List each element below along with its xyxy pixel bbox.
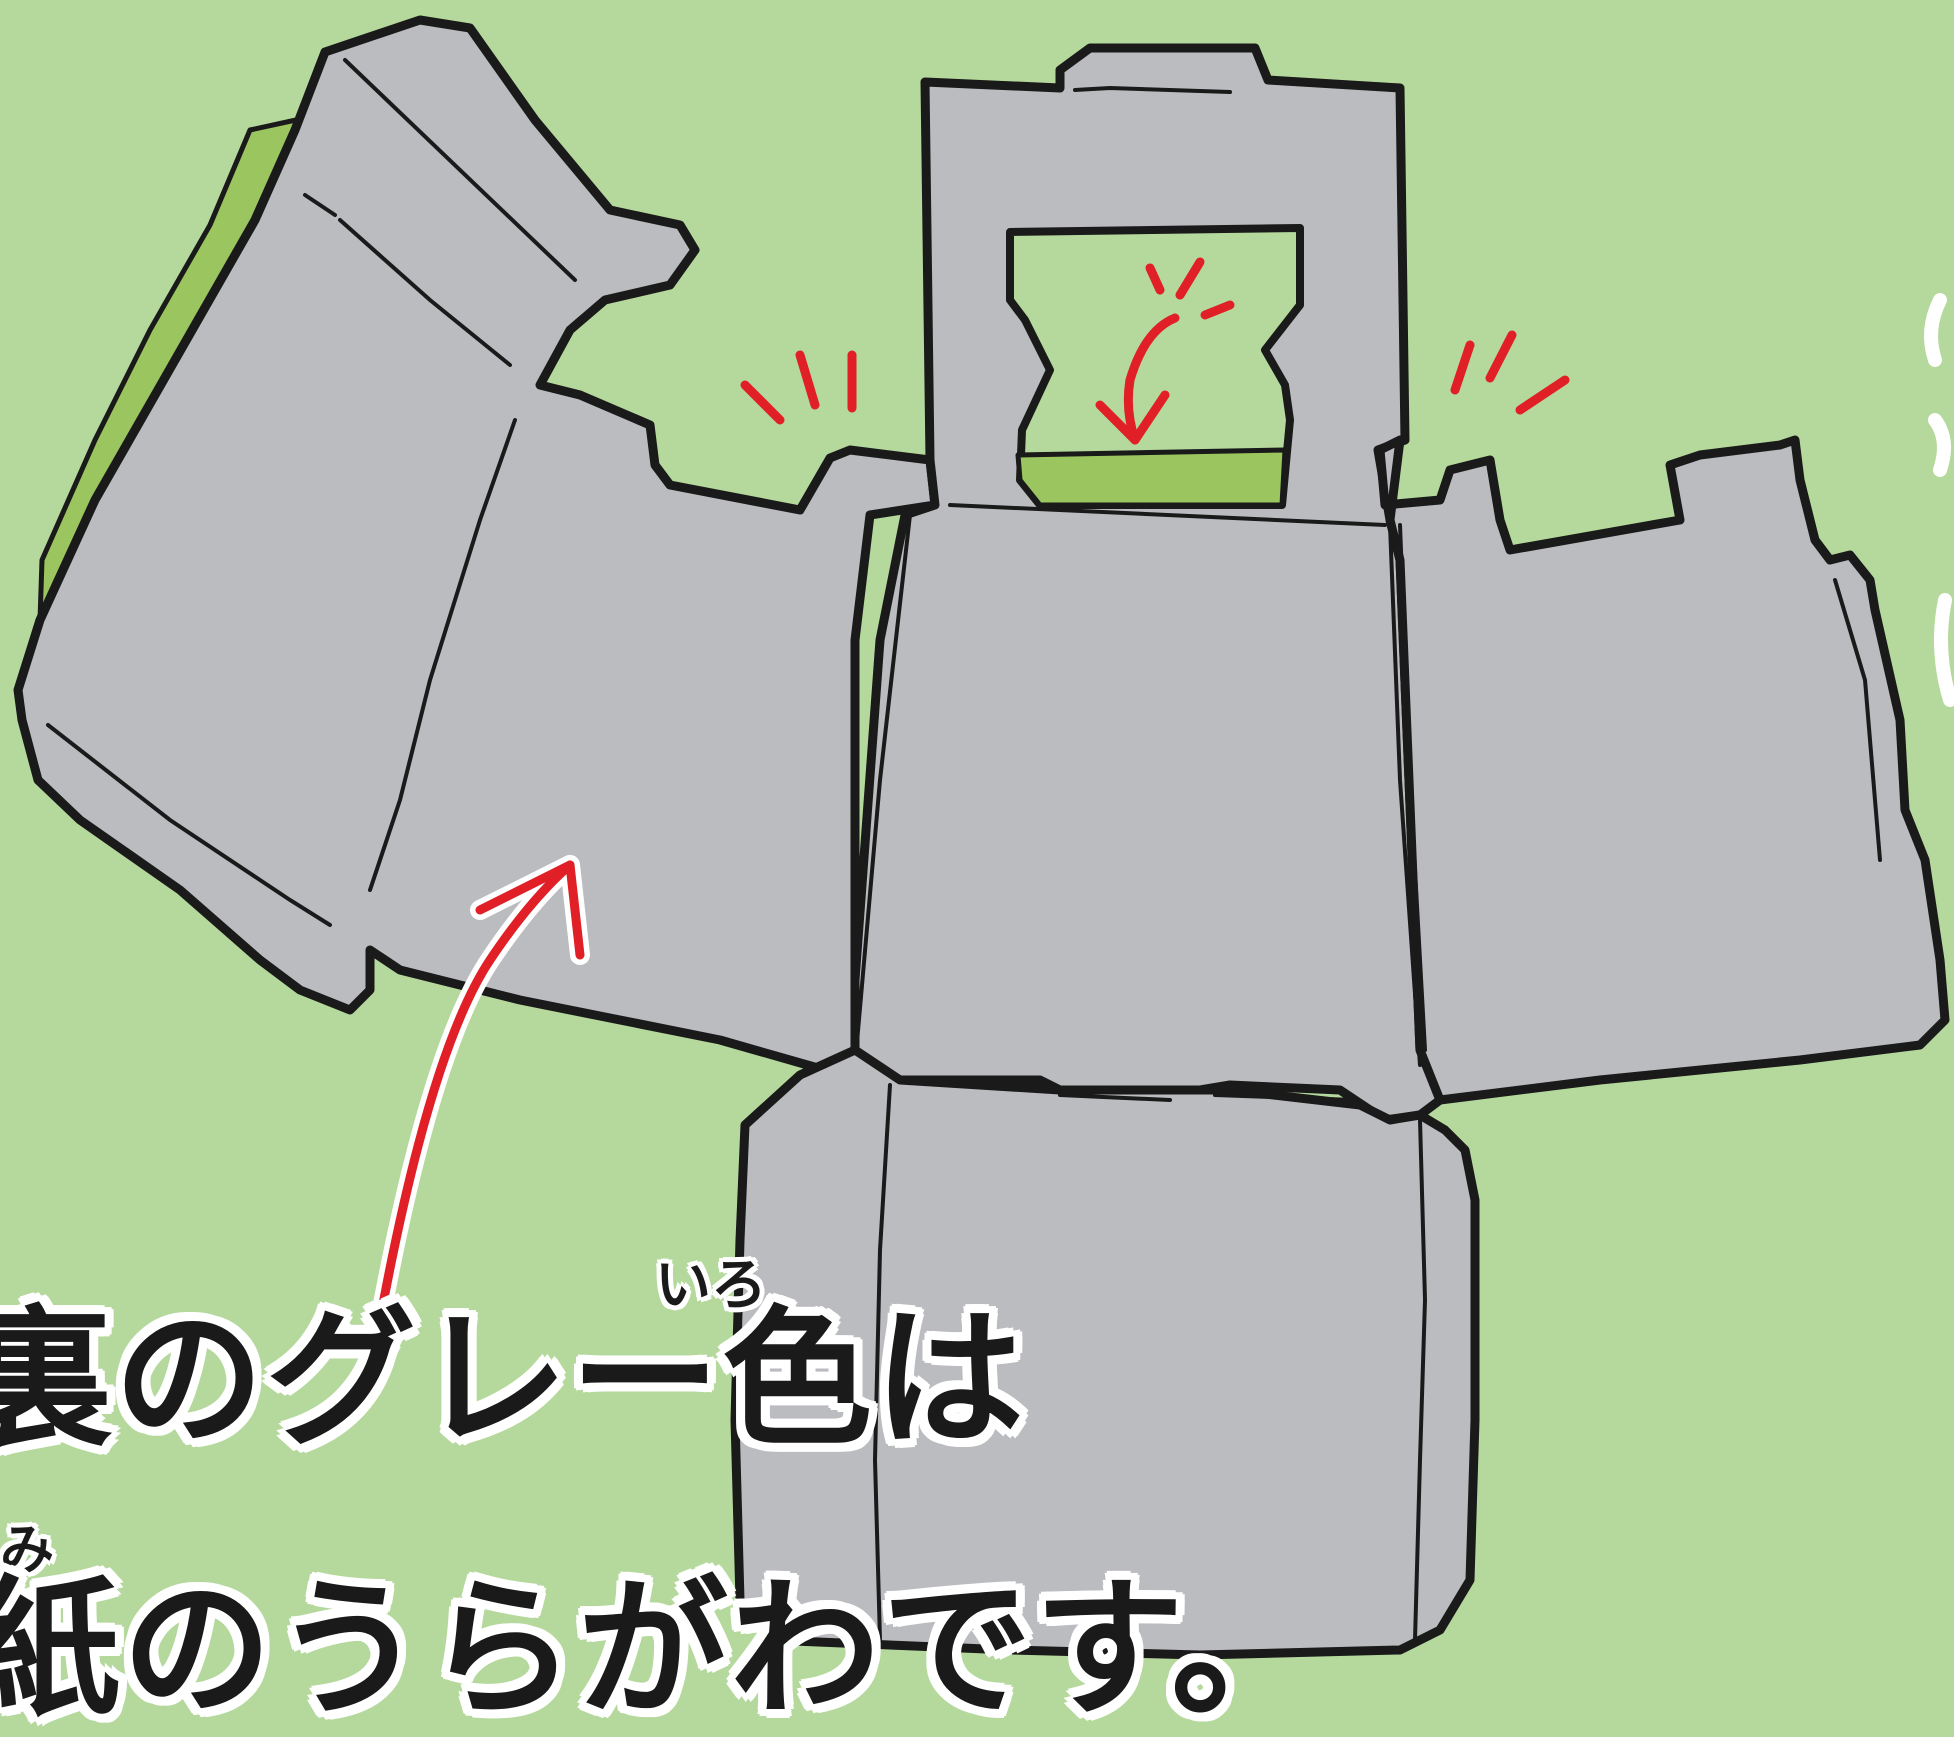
- center-panel: [850, 43, 1445, 1125]
- caption-line-2: 紙のうらがわです。: [0, 1563, 1324, 1737]
- caption-line-1: 裏のグレー色は: [0, 1293, 1027, 1467]
- right-flap: [1375, 435, 1950, 1105]
- window-green-band: [1015, 447, 1288, 508]
- bottom-panel: [730, 1045, 1480, 1660]
- emphasis-marks-icon: [740, 257, 1570, 425]
- edge-text-fragment: [1924, 293, 1954, 707]
- left-flap: [13, 15, 940, 1075]
- curved-arrow-icon: [370, 855, 590, 1330]
- caption-ruby-mi: み: [0, 1518, 54, 1581]
- unfolded-box-illustration: [13, 15, 1954, 1660]
- small-down-arrow-icon: [1095, 313, 1180, 445]
- caption-ruby-iro: いろ: [655, 1253, 767, 1318]
